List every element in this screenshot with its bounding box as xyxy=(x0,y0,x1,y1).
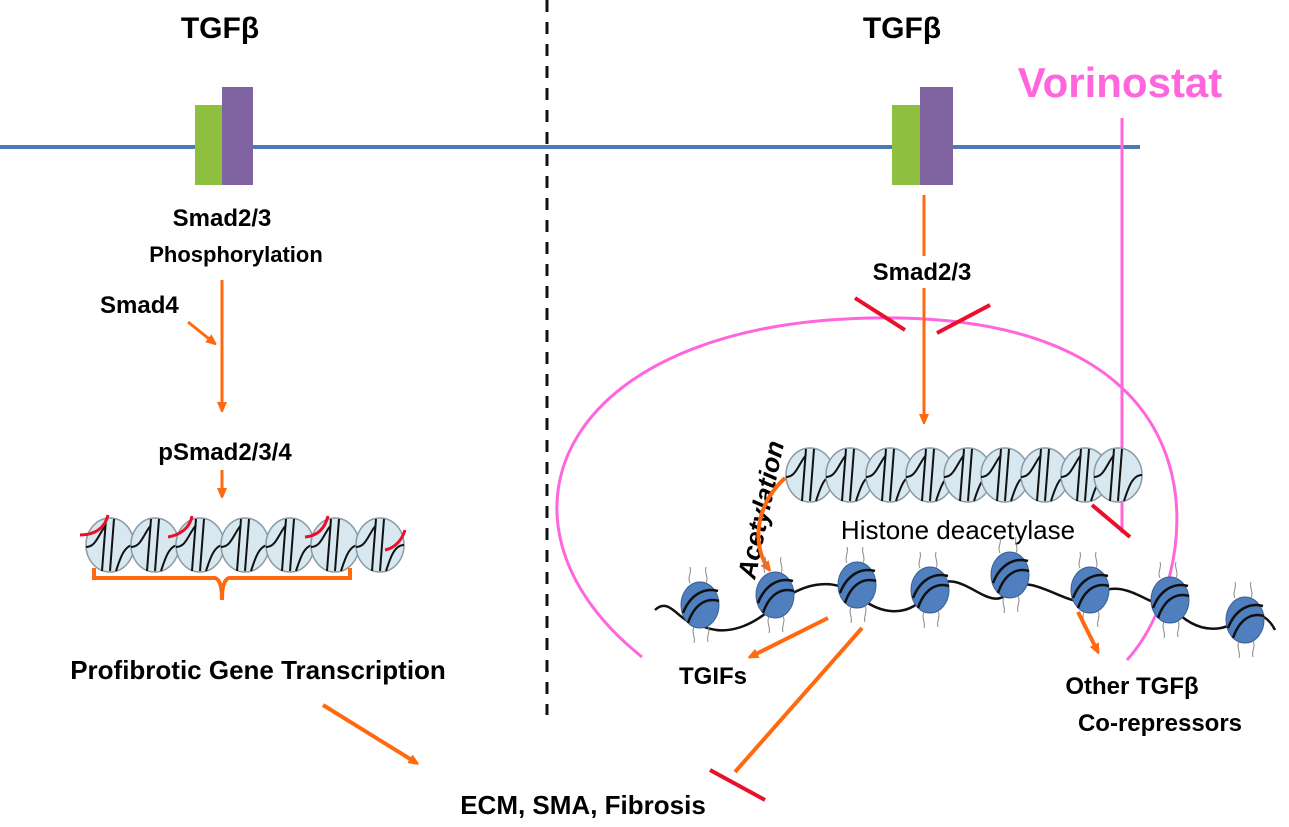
left-receptor-icon xyxy=(195,87,253,185)
gene-bracket xyxy=(92,568,352,601)
acetylation-label: Acetylation xyxy=(731,438,790,582)
left-chromatin-icon xyxy=(79,514,407,573)
profibrotic-label: Profibrotic Gene Transcription xyxy=(70,655,446,685)
right-smad23-label: Smad2/3 xyxy=(873,259,972,286)
corepressor-arrow-icon xyxy=(1076,611,1097,650)
phosphorylation-label: Phosphorylation xyxy=(149,242,323,267)
inhibition-bar-icon xyxy=(1090,503,1132,539)
deacetylated-chromatin-icon xyxy=(785,447,1143,503)
inhibition-bar-icon xyxy=(709,768,766,802)
inhibition-bar-icon xyxy=(853,296,907,332)
psmad-label: pSmad2/3/4 xyxy=(158,439,292,466)
other-corepressors-line2: Co-repressors xyxy=(1078,710,1242,737)
right-receptor-icon xyxy=(892,87,953,185)
inhibition-bar-icon xyxy=(936,303,991,335)
left-tgfb-label: TGFβ xyxy=(181,12,259,45)
tgif-arrow-icon xyxy=(752,616,829,656)
acetylated-chromatin-icon xyxy=(654,535,1277,660)
hdac-label: Histone deacetylase xyxy=(841,515,1075,545)
tgifs-label: TGIFs xyxy=(679,663,747,690)
vorinostat-label: Vorinostat xyxy=(1018,59,1223,106)
acetylation-arrow-icon xyxy=(756,476,787,568)
other-corepressors-line1: Other TGFβ xyxy=(1065,673,1198,700)
smad4-label: Smad4 xyxy=(100,292,179,319)
corepressor-feedback-loop xyxy=(555,316,1179,662)
left-smad23-label: Smad2/3 xyxy=(173,205,272,232)
right-tgfb-label: TGFβ xyxy=(863,12,941,45)
transcription-arrow-icon xyxy=(321,703,415,762)
fibrosis-inhibition-line xyxy=(733,626,864,774)
outcome-label: ECM, SMA, Fibrosis xyxy=(460,790,706,820)
smad4-arrow-icon xyxy=(187,320,213,342)
